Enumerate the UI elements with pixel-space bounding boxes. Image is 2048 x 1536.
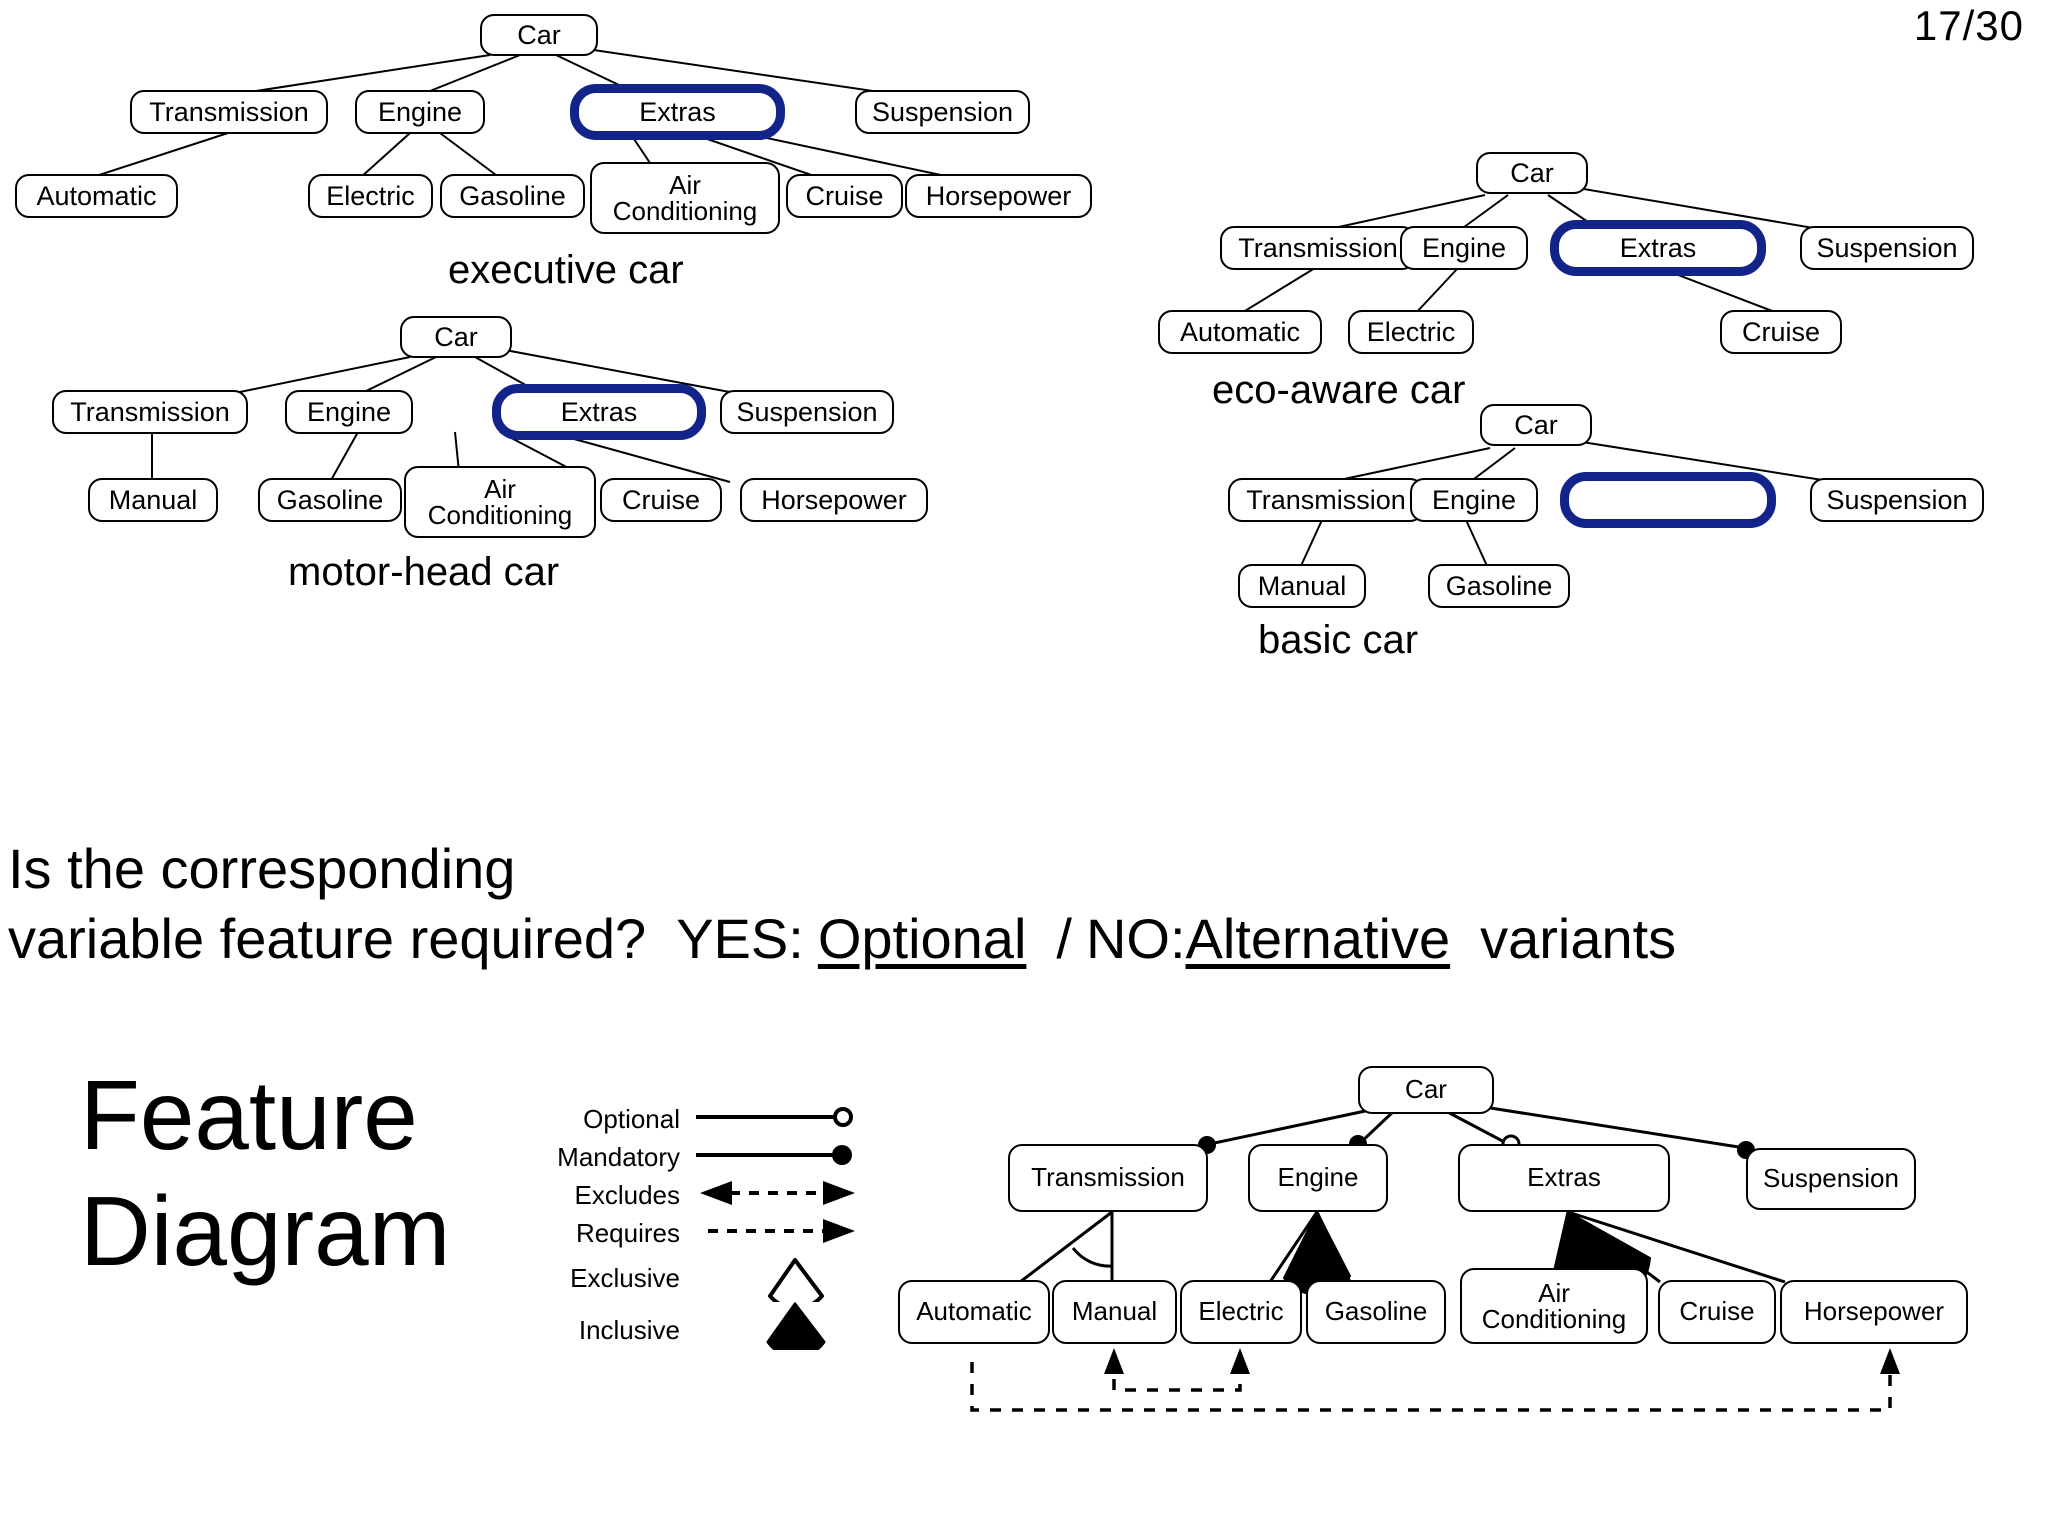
excludes-dashed-double-arrow-icon [690, 1176, 860, 1215]
fd-node-engine[interactable]: Engine [1248, 1144, 1388, 1212]
variant-tree-eco-aware-car: Car Transmission Engine Extras Suspensio… [860, 130, 2048, 412]
node-transmission[interactable]: Transmission [1220, 226, 1416, 270]
question-no-label: NO: [1085, 906, 1186, 970]
requires-arrowhead-horsepower [1880, 1348, 1900, 1374]
node-air-conditioning[interactable]: Air Conditioning [404, 466, 596, 538]
page-title-line-2: Diagram [80, 1175, 451, 1286]
fd-node-transmission[interactable]: Transmission [1008, 1144, 1208, 1212]
node-suspension[interactable]: Suspension [720, 390, 894, 434]
variant-caption-basic-car: basic car [1258, 618, 1419, 662]
node-suspension[interactable]: Suspension [1800, 226, 1974, 270]
node-extras-empty-selected[interactable] [1560, 472, 1776, 528]
legend-label-optional: Optional [583, 1103, 680, 1134]
node-manual[interactable]: Manual [1238, 564, 1366, 608]
node-horsepower[interactable]: Horsepower [740, 478, 928, 522]
legend-item-requires: Requires [490, 1214, 855, 1252]
fd-node-gasoline[interactable]: Gasoline [1306, 1280, 1446, 1344]
node-extras-selected[interactable]: Extras [492, 384, 706, 440]
legend-label-inclusive: Inclusive [578, 1314, 680, 1345]
variant-caption-eco-aware-car: eco-aware car [1212, 368, 1466, 412]
fd-node-cruise[interactable]: Cruise [1658, 1280, 1776, 1344]
node-car[interactable]: Car [1480, 404, 1592, 446]
variant-caption-motor-head-car: motor-head car [288, 550, 560, 594]
question-yes-label: YES: [676, 906, 804, 970]
variant-caption-executive-car: executive car [448, 248, 684, 292]
node-car[interactable]: Car [1476, 152, 1588, 194]
legend-label-requires: Requires [575, 1217, 680, 1248]
page-title: Feature Diagram [80, 1058, 450, 1289]
node-air-conditioning[interactable]: Air Conditioning [590, 162, 780, 234]
mandatory-line-filled-circle-icon [690, 1138, 860, 1177]
optional-line-open-circle-icon [690, 1100, 860, 1139]
fd-node-car[interactable]: Car [1358, 1066, 1494, 1114]
requires-arrowhead-manual [1104, 1348, 1124, 1374]
fd-node-air-conditioning[interactable]: Air Conditioning [1460, 1268, 1648, 1344]
node-manual[interactable]: Manual [88, 478, 218, 522]
node-electric[interactable]: Electric [308, 174, 433, 218]
fd-node-automatic[interactable]: Automatic [898, 1280, 1050, 1344]
node-electric[interactable]: Electric [1348, 310, 1474, 354]
legend-item-exclusive: Exclusive [490, 1252, 824, 1311]
legend-label-mandatory: Mandatory [557, 1141, 680, 1172]
node-engine[interactable]: Engine [1410, 478, 1538, 522]
node-cruise[interactable]: Cruise [600, 478, 722, 522]
fd-node-suspension[interactable]: Suspension [1746, 1148, 1916, 1210]
node-transmission[interactable]: Transmission [1228, 478, 1424, 522]
fd-node-horsepower[interactable]: Horsepower [1780, 1280, 1968, 1344]
question-optional-link[interactable]: Optional [817, 906, 1027, 970]
question-text: Is the corresponding variable feature re… [8, 838, 1676, 969]
variant-tree-executive-car: Car Transmission Engine Extras Suspensio… [0, 0, 1100, 292]
question-line-2-a: variable feature required? [8, 906, 647, 970]
node-engine[interactable]: Engine [285, 390, 413, 434]
node-extras-selected[interactable]: Extras [1550, 220, 1766, 276]
node-gasoline[interactable]: Gasoline [1428, 564, 1570, 608]
node-suspension[interactable]: Suspension [855, 90, 1030, 134]
node-cruise[interactable]: Cruise [1720, 310, 1842, 354]
variant-tree-motor-head-car: Car Transmission Engine Extras Suspensio… [0, 300, 1000, 594]
fd-node-extras[interactable]: Extras [1458, 1144, 1670, 1212]
question-slash: / [1056, 906, 1072, 970]
question-alternative-link[interactable]: Alternative [1185, 906, 1451, 970]
question-variants-label: variants [1480, 906, 1677, 970]
node-cruise[interactable]: Cruise [786, 174, 903, 218]
legend-item-optional: Optional [490, 1100, 853, 1138]
legend-label-exclusive: Exclusive [570, 1262, 680, 1293]
requires-arrowhead-electric [1230, 1348, 1250, 1374]
node-suspension[interactable]: Suspension [1810, 478, 1984, 522]
fd-node-electric[interactable]: Electric [1180, 1280, 1302, 1344]
page-title-line-1: Feature [80, 1060, 418, 1170]
variant-tree-basic-car: Car Transmission Engine Suspension Manua… [860, 380, 2048, 662]
node-car[interactable]: Car [480, 14, 598, 56]
node-horsepower[interactable]: Horsepower [905, 174, 1092, 218]
legend: Optional Mandatory Excludes [490, 1100, 855, 1359]
legend-label-excludes: Excludes [574, 1179, 681, 1210]
node-transmission[interactable]: Transmission [130, 90, 328, 134]
node-car[interactable]: Car [400, 316, 512, 358]
node-engine[interactable]: Engine [355, 90, 485, 134]
node-gasoline[interactable]: Gasoline [440, 174, 585, 218]
exclusive-open-triangle-icon [690, 1254, 860, 1311]
node-extras-selected[interactable]: Extras [570, 84, 785, 140]
legend-item-mandatory: Mandatory [490, 1138, 852, 1176]
feature-diagram: Car Transmission Engine Extras Suspensio… [880, 1060, 2048, 1480]
inclusive-filled-triangle-icon [690, 1302, 860, 1359]
legend-item-inclusive: Inclusive [490, 1302, 826, 1359]
node-automatic[interactable]: Automatic [1158, 310, 1322, 354]
node-automatic[interactable]: Automatic [15, 174, 178, 218]
node-transmission[interactable]: Transmission [52, 390, 248, 434]
node-engine[interactable]: Engine [1400, 226, 1528, 270]
requires-dashed-single-arrow-icon [690, 1214, 860, 1253]
node-gasoline[interactable]: Gasoline [258, 478, 402, 522]
legend-item-excludes: Excludes [490, 1176, 855, 1214]
page-number: 17/30 [1913, 2, 2024, 49]
fd-node-manual[interactable]: Manual [1052, 1280, 1177, 1344]
feature-diagram-edges [970, 1102, 1900, 1412]
question-line-1: Is the corresponding [8, 837, 516, 900]
